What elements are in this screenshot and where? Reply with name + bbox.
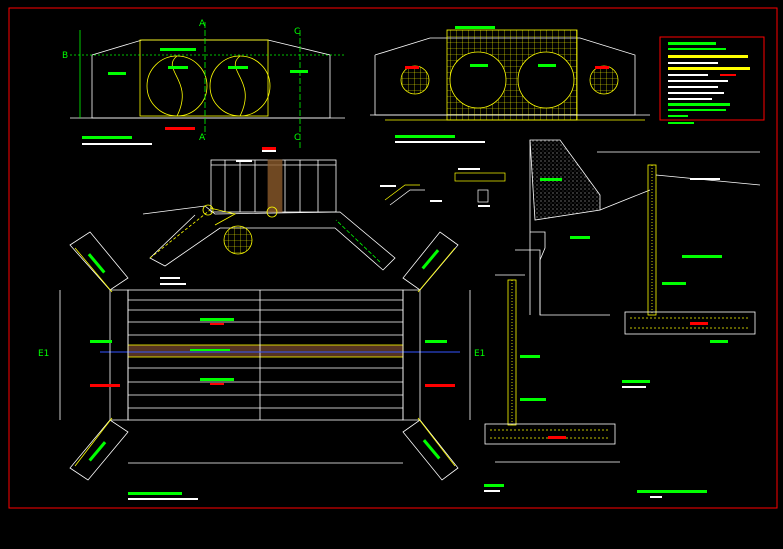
general-notes-box — [659, 36, 765, 124]
wing-wall-section-labels — [484, 355, 707, 498]
section-mark-a-top: A — [199, 19, 206, 29]
section-mark-b: B — [62, 51, 68, 61]
wing-wall-section — [484, 274, 620, 463]
rebar-elevation — [370, 29, 650, 121]
wing-wall-plan — [142, 204, 396, 271]
section-mark-a-bottom: A — [199, 133, 206, 143]
main-plan — [59, 231, 471, 481]
small-details-labels — [380, 168, 490, 207]
main-plan-labels — [87, 249, 455, 500]
abutment-section-labels — [540, 178, 728, 388]
section-mark-c-top: C — [294, 27, 300, 37]
railing-elevation — [210, 159, 337, 213]
section-mark-e1-left: E1 — [38, 349, 49, 359]
front-elevation — [70, 22, 345, 150]
section-mark-e1-right: E1 — [474, 349, 485, 359]
front-elevation-labels — [82, 48, 308, 150]
small-details — [384, 172, 506, 206]
abutment-section — [515, 139, 761, 335]
rebar-elevation-labels — [395, 26, 609, 143]
section-mark-c-bottom: C — [294, 133, 300, 143]
wing-wall-labels — [160, 150, 276, 285]
sheet-border — [8, 7, 778, 509]
